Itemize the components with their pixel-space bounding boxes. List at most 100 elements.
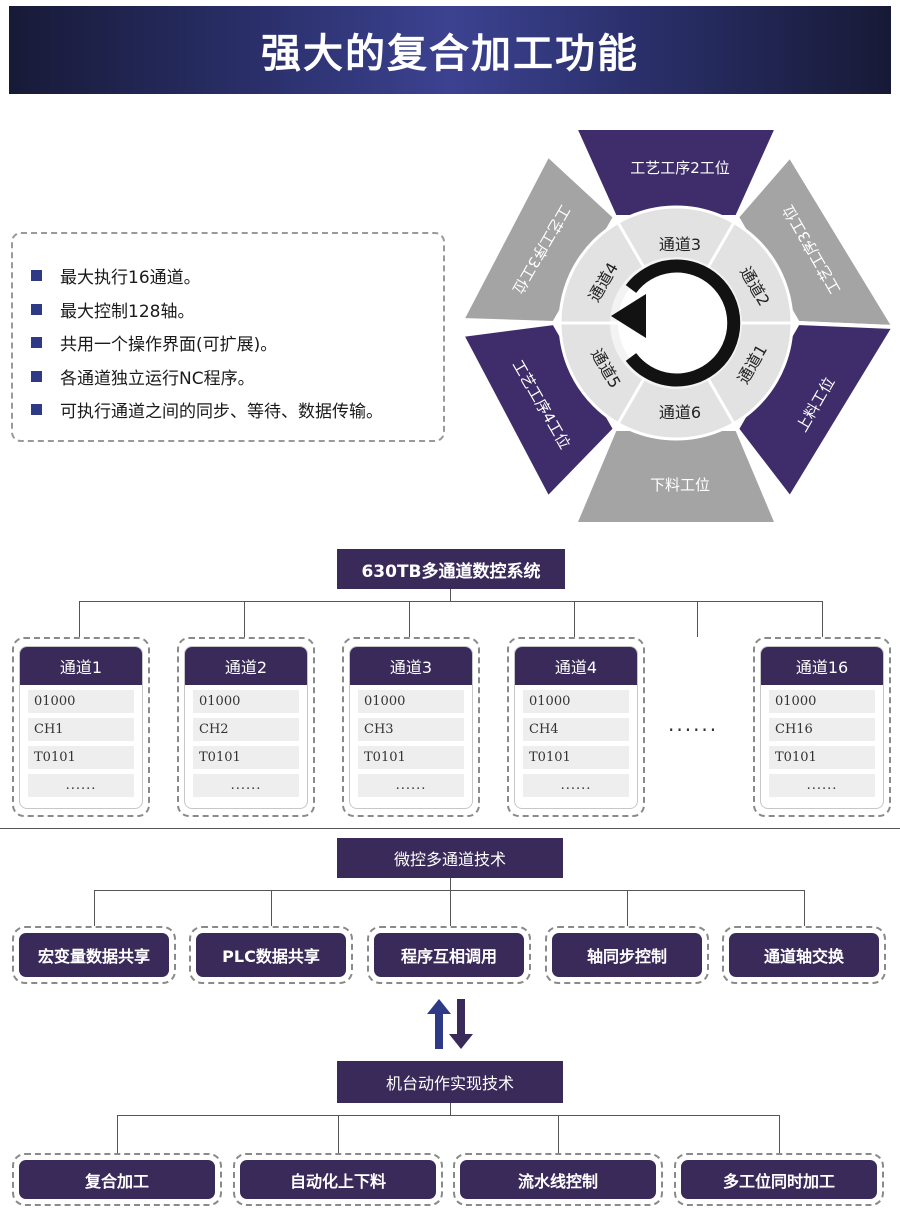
channel-row: ......: [358, 774, 464, 797]
channel-card: 通道16 01000 CH16 T0101 ......: [753, 637, 891, 817]
connector-line: [804, 890, 805, 926]
connector-line: [94, 890, 95, 926]
connector-line: [574, 601, 575, 637]
square-bullet-icon: [31, 404, 42, 416]
station-wheel-svg: 工艺工序2工位 工艺工序3工位 上料工位 下料工位 工艺工序4工位 工艺工序3工…: [460, 126, 896, 526]
connector-line: [627, 890, 628, 926]
connector-line: [450, 589, 451, 601]
ring-label-top: 通道3: [659, 235, 701, 254]
connector-line: [450, 878, 451, 890]
channel-panel: 通道16 01000 CH16 T0101 ......: [760, 646, 884, 809]
connector-line: [244, 601, 245, 637]
channel-row: T0101: [193, 746, 299, 769]
channel-row: 01000: [523, 690, 629, 713]
channel-panel: 通道2 01000 CH2 T0101 ......: [184, 646, 308, 809]
feature-list: 最大执行16通道。 最大控制128轴。 共用一个操作界面(可扩展)。 各通道独立…: [11, 232, 445, 442]
up-down-arrows-icon: [425, 998, 475, 1050]
machine-tech-title: 机台动作实现技术: [337, 1061, 563, 1103]
feature-text: 最大执行16通道。: [60, 268, 201, 289]
channel-row: T0101: [28, 746, 134, 769]
channel-card: 通道1 01000 CH1 T0101 ......: [12, 637, 150, 817]
square-bullet-icon: [31, 337, 42, 349]
channel-card: 通道3 01000 CH3 T0101 ......: [342, 637, 480, 817]
connector-line: [338, 1115, 339, 1153]
page-title: 强大的复合加工功能: [261, 31, 639, 77]
feature-item: 共用一个操作界面(可扩展)。: [31, 326, 443, 360]
micro-tech-item-label: 宏变量数据共享: [19, 933, 169, 977]
connector-line: [697, 601, 698, 637]
machine-tech-item-label: 流水线控制: [460, 1160, 656, 1199]
channel-name: 通道2: [185, 647, 307, 685]
channel-row: 01000: [358, 690, 464, 713]
channel-row: T0101: [358, 746, 464, 769]
machine-tech-item: 流水线控制: [453, 1153, 663, 1206]
feature-item: 最大控制128轴。: [31, 293, 443, 327]
channel-row: CH3: [358, 718, 464, 741]
channel-panel: 通道4 01000 CH4 T0101 ......: [514, 646, 638, 809]
micro-tech-item-label: 程序互相调用: [374, 933, 524, 977]
up-down-arrows-svg: [427, 999, 473, 1049]
square-bullet-icon: [31, 370, 42, 382]
more-channels-ellipsis: ......: [668, 712, 719, 736]
channel-row: ......: [193, 774, 299, 797]
channel-row: CH4: [523, 718, 629, 741]
square-bullet-icon: [31, 270, 42, 282]
connector-line: [558, 1115, 559, 1153]
connector-line: [271, 890, 272, 926]
connector-line: [117, 1115, 118, 1153]
section-divider: [0, 828, 900, 829]
connector-line: [822, 601, 823, 637]
station-label-bottom: 下料工位: [650, 476, 710, 494]
ring-center: [618, 265, 734, 381]
channel-row: 01000: [769, 690, 875, 713]
connector-line: [450, 890, 451, 926]
connector-line: [79, 601, 80, 637]
feature-text: 可执行通道之间的同步、等待、数据传输。: [60, 402, 383, 423]
channel-name: 通道4: [515, 647, 637, 685]
feature-text: 最大控制128轴。: [60, 301, 195, 322]
micro-tech-item: 程序互相调用: [367, 926, 531, 984]
micro-tech-item-label: 通道轴交换: [729, 933, 879, 977]
machine-tech-item-label: 复合加工: [19, 1160, 215, 1199]
channel-row: T0101: [523, 746, 629, 769]
machine-tech-item: 自动化上下料: [233, 1153, 443, 1206]
machine-tech-item-label: 自动化上下料: [240, 1160, 436, 1199]
channel-row: ......: [523, 774, 629, 797]
micro-tech-item: 通道轴交换: [722, 926, 886, 984]
cycle-arrow-icon: [611, 259, 741, 387]
connector-line: [79, 601, 823, 602]
channel-row: ......: [28, 774, 134, 797]
channel-row: ......: [769, 774, 875, 797]
machine-tech-item-label: 多工位同时加工: [681, 1160, 877, 1199]
system-title: 630TB多通道数控系统: [337, 549, 565, 589]
channel-panel: 通道3 01000 CH3 T0101 ......: [349, 646, 473, 809]
channel-row: CH1: [28, 718, 134, 741]
channel-name: 通道1: [20, 647, 142, 685]
channel-name: 通道3: [350, 647, 472, 685]
station-wheel: 工艺工序2工位 工艺工序3工位 上料工位 下料工位 工艺工序4工位 工艺工序3工…: [456, 120, 900, 530]
channel-card: 通道4 01000 CH4 T0101 ......: [507, 637, 645, 817]
channel-row: CH2: [193, 718, 299, 741]
channel-row: CH16: [769, 718, 875, 741]
micro-tech-item: 轴同步控制: [545, 926, 709, 984]
micro-tech-item: 宏变量数据共享: [12, 926, 176, 984]
connector-line: [450, 1103, 451, 1115]
connector-line: [117, 1115, 779, 1116]
channel-row: 01000: [193, 690, 299, 713]
connector-line: [409, 601, 410, 637]
channel-row: 01000: [28, 690, 134, 713]
machine-tech-item: 复合加工: [12, 1153, 222, 1206]
micro-tech-item: PLC数据共享: [189, 926, 353, 984]
feature-item: 各通道独立运行NC程序。: [31, 360, 443, 394]
channel-name: 通道16: [761, 647, 883, 685]
feature-item: 可执行通道之间的同步、等待、数据传输。: [31, 393, 443, 427]
connector-line: [94, 890, 805, 891]
feature-text: 各通道独立运行NC程序。: [60, 368, 255, 389]
micro-tech-title: 微控多通道技术: [337, 838, 563, 878]
feature-text: 共用一个操作界面(可扩展)。: [60, 335, 278, 356]
square-bullet-icon: [31, 303, 42, 315]
connector-line: [779, 1115, 780, 1153]
channel-row: T0101: [769, 746, 875, 769]
feature-item: 最大执行16通道。: [31, 259, 443, 293]
station-label-top: 工艺工序2工位: [630, 159, 730, 177]
